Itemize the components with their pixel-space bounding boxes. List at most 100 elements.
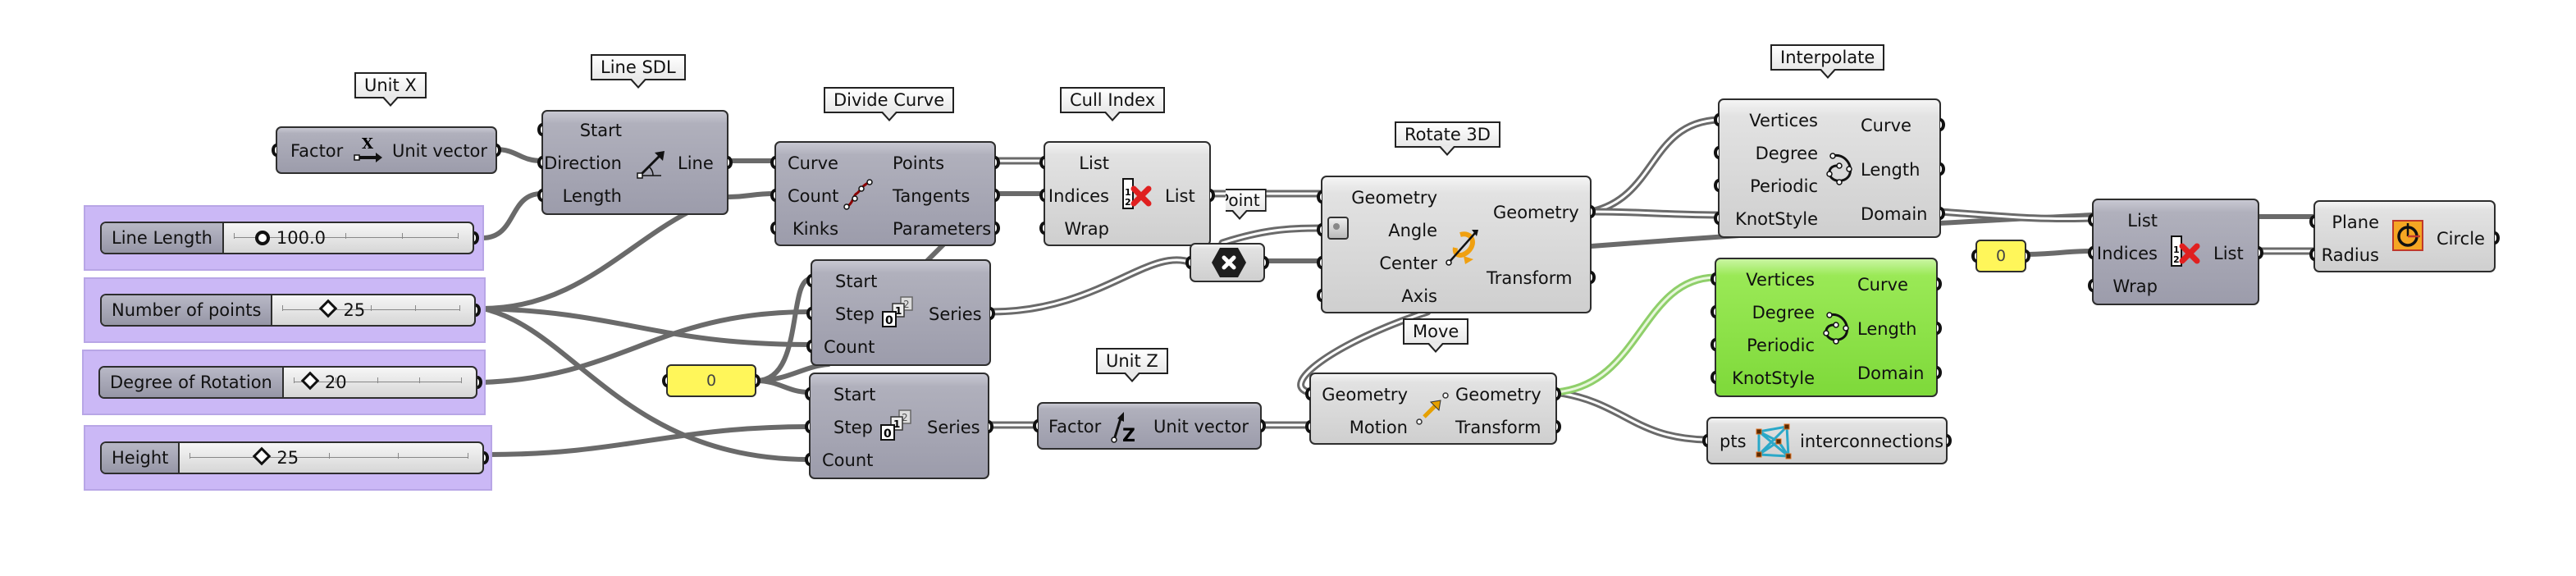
component-circle[interactable]: Plane Radius Circle [2309, 200, 2500, 272]
input-grip[interactable] [1039, 156, 1044, 169]
output-grip[interactable] [995, 156, 1000, 169]
output-grip[interactable] [995, 222, 1000, 235]
component-move[interactable]: Geometry Motion Geometry Transform [1305, 373, 1561, 445]
input-grip[interactable] [806, 340, 811, 353]
slider-track[interactable]: 20 [284, 368, 476, 397]
input-grip[interactable] [537, 123, 542, 136]
input-grip[interactable] [1710, 305, 1715, 318]
input-grip[interactable] [1714, 212, 1719, 225]
input-grip[interactable] [1305, 387, 1310, 400]
output-grip[interactable] [2259, 246, 2263, 259]
input-grip[interactable] [1305, 420, 1310, 433]
input-grip[interactable] [806, 307, 811, 320]
output-grip[interactable] [1556, 387, 1561, 400]
output-grip[interactable] [496, 144, 501, 157]
output-grip[interactable] [1947, 434, 1952, 447]
output-grip[interactable] [1264, 256, 1269, 269]
output-grip[interactable] [476, 304, 481, 317]
output-grip[interactable] [756, 374, 760, 387]
angle-degrees-toggle[interactable] [1327, 217, 1349, 240]
slider-knob-diamond-icon[interactable] [253, 446, 272, 466]
output-grip[interactable] [1556, 420, 1561, 433]
input-grip[interactable] [662, 374, 667, 387]
input-grip[interactable] [1710, 371, 1715, 384]
component-series-2[interactable]: Start Step Count 2 1 0 Series [805, 373, 993, 479]
output-grip[interactable] [477, 376, 482, 389]
component-divide-curve[interactable]: Curve Count Kinks Points Tangents Parame… [770, 141, 1000, 246]
param-point[interactable] [1185, 243, 1269, 282]
input-grip[interactable] [1039, 222, 1044, 235]
input-grip[interactable] [805, 420, 810, 433]
output-grip[interactable] [1261, 419, 1266, 432]
input-grip[interactable] [272, 144, 276, 157]
input-grip[interactable] [2309, 248, 2314, 261]
input-grip[interactable] [770, 222, 775, 235]
input-grip[interactable] [1714, 146, 1719, 159]
slider-track[interactable]: 100.0 [224, 223, 473, 253]
input-grip[interactable] [806, 274, 811, 287]
slider-knob-circle-icon[interactable] [254, 231, 270, 245]
output-grip[interactable] [995, 189, 1000, 202]
output-grip[interactable] [1937, 322, 1942, 335]
input-grip[interactable] [1710, 272, 1715, 286]
slider-number-of-points[interactable]: Number of points 25 [100, 294, 481, 327]
input-grip[interactable] [1317, 256, 1322, 269]
output-grip[interactable] [728, 156, 733, 169]
output-grip[interactable] [484, 451, 489, 464]
output-grip[interactable] [990, 307, 995, 320]
slider-track[interactable]: 25 [180, 443, 482, 473]
input-grip[interactable] [1971, 249, 1976, 263]
output-grip[interactable] [1591, 205, 1596, 218]
input-grip[interactable] [2088, 279, 2093, 292]
input-grip[interactable] [2309, 215, 2314, 228]
slider-knob-diamond-icon[interactable] [300, 371, 320, 391]
slider-height[interactable]: Height 25 [100, 441, 489, 474]
output-grip[interactable] [1940, 162, 1945, 176]
input-grip[interactable] [1702, 434, 1707, 447]
input-grip[interactable] [1185, 256, 1190, 269]
input-label: Indices [2096, 244, 2158, 263]
input-grip[interactable] [1714, 113, 1719, 126]
input-grip[interactable] [1714, 179, 1719, 192]
panel-zero-left[interactable]: 0 [662, 364, 760, 397]
output-grip[interactable] [474, 231, 479, 245]
input-grip[interactable] [537, 189, 542, 202]
slider-knob-diamond-icon[interactable] [319, 299, 338, 318]
output-grip[interactable] [1937, 366, 1942, 379]
input-grip[interactable] [805, 387, 810, 400]
input-grip[interactable] [805, 453, 810, 466]
output-grip[interactable] [1210, 189, 1215, 202]
input-grip[interactable] [2088, 213, 2093, 226]
input-grip[interactable] [537, 156, 542, 169]
component-interpolate[interactable]: Vertices Degree Periodic KnotStyle Curve… [1714, 98, 1945, 238]
input-grip[interactable] [1039, 189, 1044, 202]
input-grip[interactable] [770, 189, 775, 202]
output-grip[interactable] [1940, 207, 1945, 220]
slider-track[interactable]: 25 [272, 295, 474, 325]
component-unit-x[interactable]: Factor X Unit vector [272, 126, 501, 174]
component-interconnections[interactable]: pts interconnections [1702, 417, 1952, 464]
component-rotate-3d[interactable]: Geometry Angle Center Axis Geometry Tran… [1317, 176, 1596, 313]
output-grip[interactable] [1591, 271, 1596, 284]
input-grip[interactable] [1710, 338, 1715, 351]
slider-degree-of-rotation[interactable]: Degree of Rotation 20 [98, 366, 482, 399]
input-grip[interactable] [1317, 190, 1322, 203]
component-series-1[interactable]: Start Step Count 2 1 0 Series [806, 259, 995, 366]
component-unit-z[interactable]: Factor Z Unit vector [1033, 402, 1266, 450]
input-grip[interactable] [1317, 223, 1322, 236]
output-grip[interactable] [1937, 277, 1942, 290]
input-grip[interactable] [1317, 289, 1322, 302]
output-grip[interactable] [2495, 231, 2500, 245]
component-line-sdl[interactable]: Start Direction Length Line [537, 110, 733, 215]
output-grip[interactable] [989, 420, 993, 433]
slider-line-length[interactable]: Line Length 100.0 [100, 222, 479, 254]
output-grip[interactable] [2026, 249, 2030, 263]
input-grip[interactable] [2088, 246, 2093, 259]
input-grip[interactable] [770, 156, 775, 169]
panel-zero-right[interactable]: 0 [1971, 240, 2030, 272]
input-grip[interactable] [1033, 419, 1038, 432]
component-interpolate-selected[interactable]: Vertices Degree Periodic KnotStyle Curve… [1710, 258, 1942, 397]
output-grip[interactable] [1940, 118, 1945, 131]
